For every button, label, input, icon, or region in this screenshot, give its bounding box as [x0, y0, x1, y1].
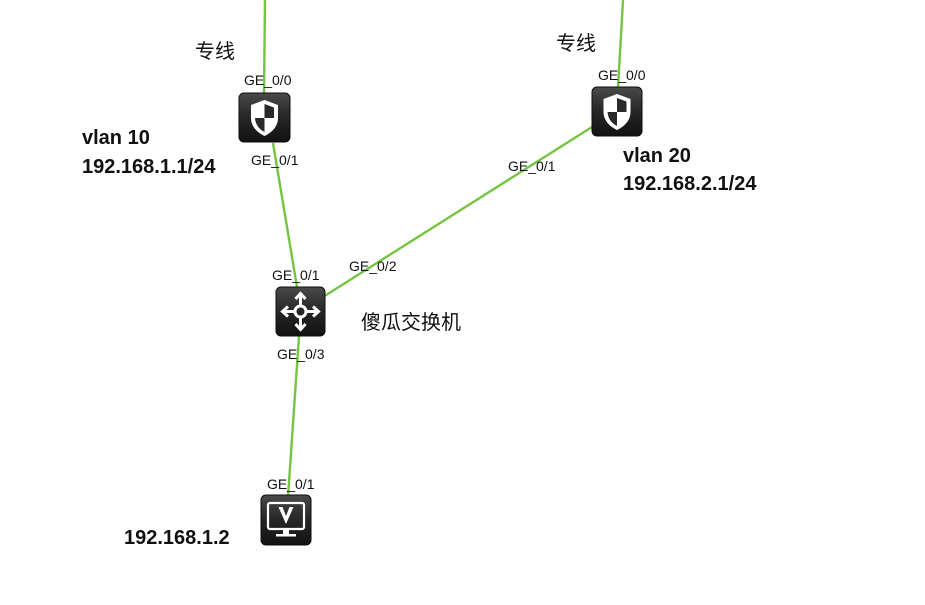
switch-arrows-icon	[280, 291, 321, 332]
port-label-fw2-ge01: GE_0/1	[508, 158, 556, 174]
line-label-left: 专线	[195, 39, 235, 63]
link-firewall-1-switch[interactable]	[271, 142, 299, 288]
line-label-right: 专线	[556, 31, 596, 55]
pc-monitor-icon	[266, 501, 306, 537]
vlan10-ip: 192.168.1.1/24	[82, 156, 216, 178]
port-label-fw1-ge01: GE_0/1	[251, 152, 299, 168]
firewall-2[interactable]	[591, 86, 643, 137]
pc[interactable]	[260, 494, 312, 546]
switch-label: 傻瓜交换机	[361, 310, 461, 334]
port-label-sw-ge01: GE_0/1	[272, 267, 320, 283]
vlan10-label: vlan 10	[82, 127, 150, 149]
port-label-sw-ge02: GE_0/2	[349, 258, 397, 274]
port-label-pc-ge01: GE_0/1	[267, 476, 315, 492]
link-uplink-firewall-1[interactable]	[262, 0, 267, 94]
link-firewall-2-switch[interactable]	[322, 125, 593, 299]
firewall-shield-icon	[251, 100, 278, 136]
link-switch-pc[interactable]	[286, 335, 301, 498]
switch[interactable]	[275, 286, 326, 337]
port-label-fw1-ge00: GE_0/0	[244, 72, 292, 88]
vlan20-ip: 192.168.2.1/24	[623, 173, 757, 195]
port-label-fw2-ge00: GE_0/0	[598, 67, 646, 83]
pc-ip: 192.168.1.2	[124, 527, 230, 549]
link-uplink-firewall-2[interactable]	[616, 0, 625, 89]
port-label-sw-ge03: GE_0/3	[277, 346, 325, 362]
firewall-1[interactable]	[238, 92, 291, 143]
vlan20-label: vlan 20	[623, 145, 691, 167]
firewall-shield-icon	[603, 94, 631, 130]
